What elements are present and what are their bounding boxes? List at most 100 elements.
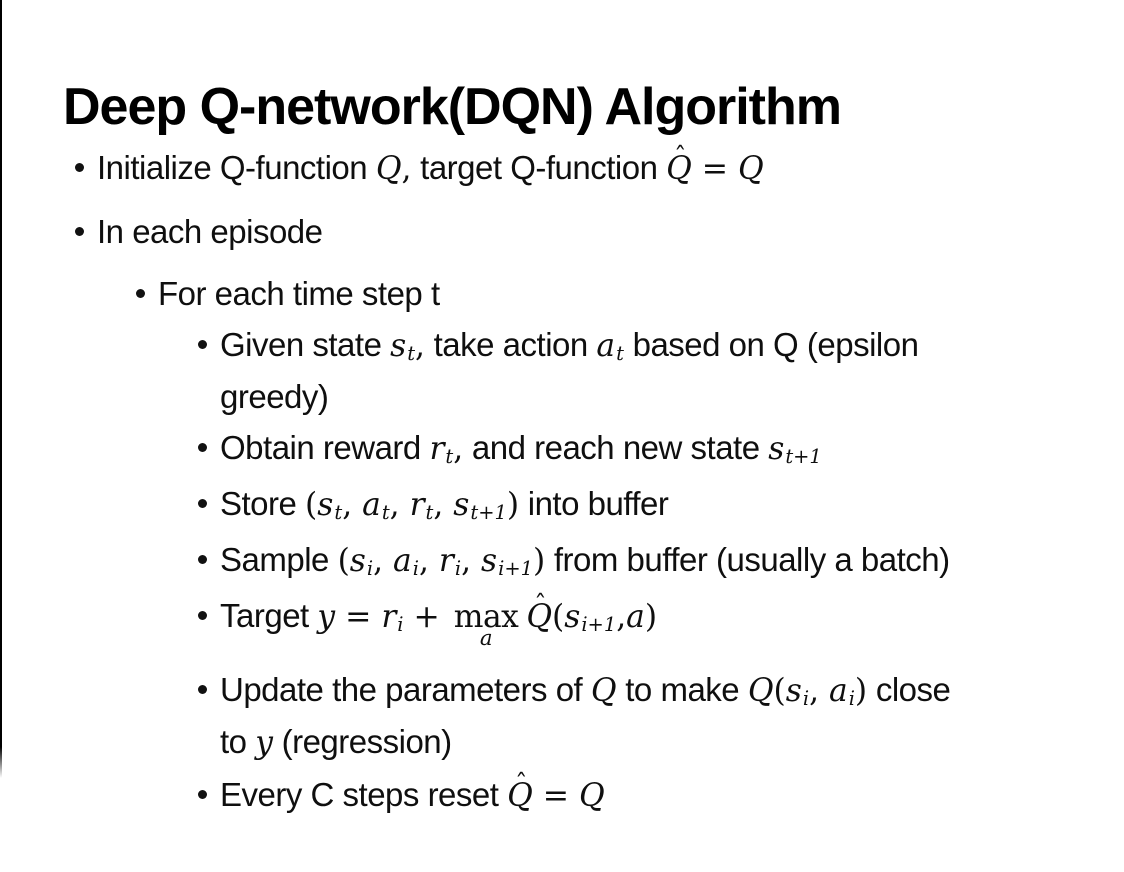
text-run: Update the parameters of [220,671,591,708]
math-operator: = [335,599,382,635]
bullet-dot-icon [198,555,207,564]
text-run: Obtain reward [220,429,430,466]
math-operator: , [389,487,410,523]
bullet-dot-icon [75,163,84,172]
hat-accent: ˆ [673,141,687,171]
math-var-subscript: at [362,487,390,525]
subscript: t [425,501,434,525]
bullet-item: For each time step t [0,270,1116,317]
math-var: Q [375,151,402,187]
math-operator: = [691,151,739,187]
bullet-text: For each time step t [158,270,440,317]
math-var-subscript: st+1 [768,431,822,469]
math-var: y [255,725,273,761]
math-operator: ( [773,673,786,709]
subscript: i [802,687,810,711]
math-operator: + [403,599,450,635]
text-run: greedy) [220,378,329,415]
math-operator: ) [854,673,868,709]
bullet-item: Obtain reward rt, and reach new state st… [0,424,1116,476]
math-operator: ) [506,487,520,523]
math-operator: , [461,543,482,579]
math-var: y [317,599,336,635]
bullet-text: Store (st, at, rt, st+1) into buffer [220,480,669,532]
text-run: (regression) [272,723,453,760]
bullet-dot-icon [75,227,84,236]
math-var-subscript: si+1 [481,543,533,581]
text-run: take action [424,326,597,363]
subscript: t+1 [470,501,507,525]
bullet-dot-icon [198,499,207,508]
bullet-item: Sample (si, ai, ri, si+1) from buffer (u… [0,536,1116,588]
math-var-subscript: ai [393,543,419,581]
math-var-subscript: rt [429,431,454,469]
math-var: Q [579,778,605,814]
window-edge-left [0,0,2,778]
bullet-item: Update the parameters of Q to make Q(si,… [0,666,1116,767]
text-run: Sample [220,541,338,578]
math-operator: , [433,487,454,523]
slide-title: Deep Q-network(DQN) Algorithm [63,77,842,136]
math-var-subscript: ai [829,673,855,711]
math-var-subscript: si [349,543,374,581]
text-run: into buffer [519,485,669,522]
math-operator: ) [644,599,658,635]
math-operator: , [418,543,439,579]
bullet-text: Sample (si, ai, ri, si+1) from buffer (u… [220,536,950,588]
subscript: t [407,342,415,366]
bullet-text: In each episode [97,208,323,255]
bullet-item: Given state st, take action at based on … [0,321,1116,420]
max-under-arg: a [479,625,493,651]
math-operator: = [532,778,580,814]
subscript: i [454,557,462,581]
text-run: based on Q (epsilon [623,326,919,363]
bullet-dot-icon [198,340,207,349]
math-var: Q [747,673,774,709]
math-operator: ) [532,543,546,579]
text-run: close [867,671,951,708]
bullet-dot-icon [198,685,207,694]
subscript: t [334,501,343,525]
math-var-subscript: ri [438,543,462,581]
text-run: and reach new state [463,429,769,466]
subscript: i [397,613,404,637]
subscript: i+1 [498,557,533,581]
math-operator: , [373,543,394,579]
hat-accent: ˆ [534,589,547,619]
math-operator: ( [305,487,318,523]
subscript: t [445,445,454,469]
math-operator: ( [337,543,350,579]
math-var-subscript: st+1 [453,487,507,525]
bullet-text: Given state st, take action at based on … [220,321,919,420]
text-run: target Q-function [411,149,667,186]
bullet-dot-icon [136,289,145,298]
subscript: t [381,501,390,525]
math-var-subscript: st [317,487,343,525]
text-run: from buffer (usually a batch) [545,541,950,578]
math-var-subscript: ri [381,599,404,637]
text-run: Initialize Q-function [97,149,376,186]
bullet-item: In each episode [0,208,1116,255]
text-run: Given state [220,326,391,363]
math-var-subscript: st [390,328,415,366]
bullet-dot-icon [198,790,207,799]
text-run: In each episode [97,213,323,250]
bullet-list: Initialize Q-function Q, target Q-functi… [0,142,1116,824]
text-run: Every C steps reset [220,776,508,813]
text-run: Target [220,597,318,634]
bullet-text: Initialize Q-function Q, target Q-functi… [97,142,764,193]
hat-accent: ˆ [514,768,528,798]
bullet-dot-icon [198,611,207,620]
bullet-text: Obtain reward rt, and reach new state st… [220,424,822,476]
math-operator: , [809,673,830,709]
bullet-text: Update the parameters of Q to make Q(si,… [220,666,951,767]
math-var-subscript: at [596,328,624,366]
